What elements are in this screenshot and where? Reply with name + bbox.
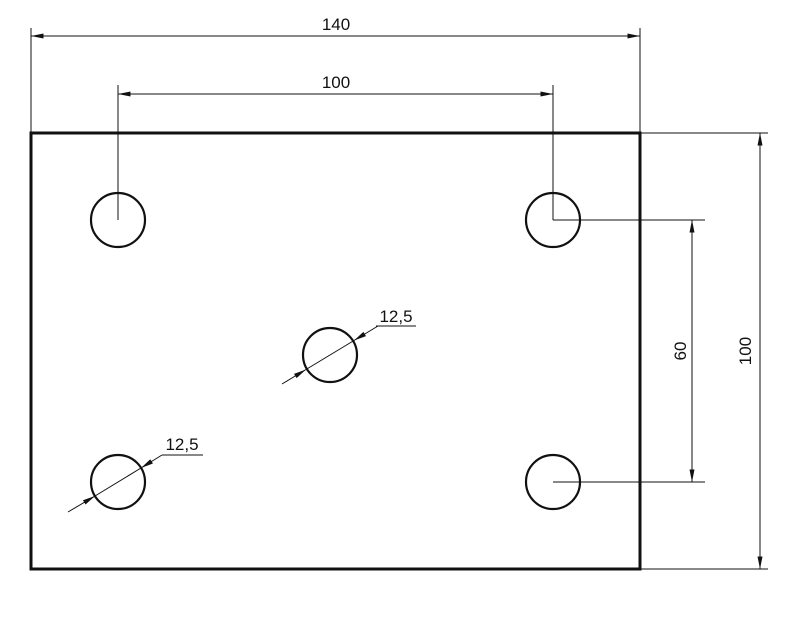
- dimension-text-60: 60: [671, 342, 690, 361]
- plate-outline: [29, 131, 642, 571]
- dimension-text-corner-diameter: 12,5: [165, 435, 198, 454]
- dimension-overall-height: 100: [640, 132, 768, 570]
- dimension-text-100-vertical: 100: [736, 337, 755, 365]
- hole-center: [301, 326, 359, 384]
- holes: [89, 191, 582, 511]
- dimension-text-140: 140: [322, 15, 350, 34]
- dimension-overall-width: 140: [30, 15, 641, 133]
- hole-bottom-left: [89, 453, 147, 511]
- dimension-text-center-diameter: 12,5: [379, 307, 412, 326]
- dimension-text-100-horizontal: 100: [322, 73, 350, 92]
- dimension-center-hole-diameter: 12,5: [281, 307, 416, 385]
- dimension-corner-hole-diameter: 12,5: [67, 435, 203, 513]
- dimension-hole-spacing-horizontal: 100: [117, 73, 554, 220]
- dimension-hole-spacing-vertical: 60: [553, 219, 705, 483]
